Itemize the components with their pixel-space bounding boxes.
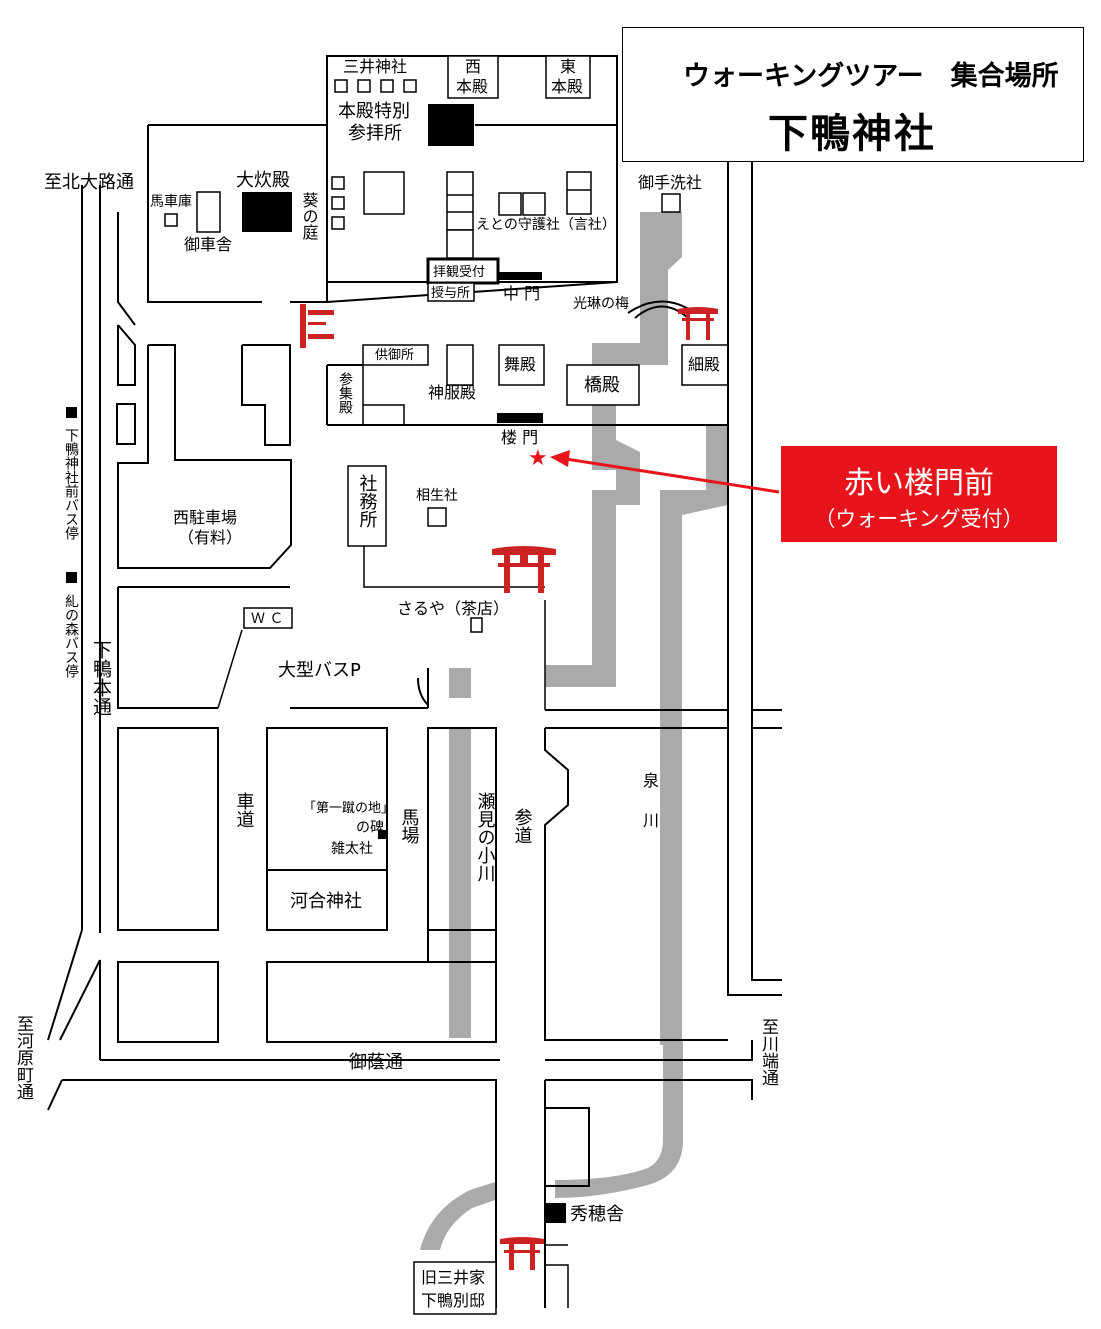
label-oidono: 大炊殿 [236,170,290,191]
label-sanshuden: 参集殿 [337,371,353,414]
label-yuryo: （有料） [178,528,242,547]
label-chumon: 中 門 [503,284,540,303]
label-kawai-jinja: 河合神社 [290,891,362,912]
label-mitarashi: 御手洗社 [638,173,702,192]
callout-sub-text: （ウォーキング受付） [814,507,1024,531]
label-shamusho: 社務所 [357,474,378,528]
label-saruya: さるや（茶店） [397,599,509,618]
label-nishi-honden-2: 本殿 [456,77,488,96]
label-kawa: 川 [643,811,659,830]
label-kyu-mitsui-2: 下鴨別邸 [421,1291,485,1310]
torii-east-icon [678,307,718,340]
title-main: 下鴨神社 [768,111,936,157]
honden-compound [147,55,618,303]
label-hashidono: 橋殿 [584,375,620,396]
label-higashi-honden-2: 本殿 [551,77,583,96]
torii-west-icon [300,304,334,348]
label-semi-no-ogawa: 瀬見の小川 [475,792,496,882]
label-kitaoji: 至北大路通 [44,172,134,193]
label-busstop-tadasu: 糺の森バス停 [63,594,79,678]
label-juyosho: 授与所 [431,286,470,301]
label-kugosho: 供御所 [375,348,414,363]
meeting-point-callout: 赤い楼門前 （ウォーキング受付） [781,446,1057,542]
label-kawaramachi: 至河原町通 [13,1015,34,1100]
label-nishi-parking: 西駐車場 [173,508,237,527]
label-mikage: 御蔭通 [349,1052,403,1073]
label-busstop-shimogamo: 下鴨神社前バス停 [63,428,79,540]
callout-main-text: 赤い楼門前 [844,466,994,501]
label-kawabata: 至川端通 [758,1018,779,1086]
west-blocks [47,185,782,1315]
label-nohi: の碑 [356,820,384,836]
label-higashi-honden-1: 東 [560,57,576,76]
label-honden-tokubetsu-2: 参拝所 [348,123,402,144]
label-daiichi: 「第一蹴の地」 [303,801,394,816]
label-hosodono: 細殿 [688,355,720,374]
label-zotasha: 雑太社 [331,841,373,857]
label-romon: 楼 門 [501,428,538,447]
label-honden-tokubetsu-1: 本殿特別 [338,101,410,122]
torii-south-icon [500,1237,544,1270]
label-wc: Ｗ Ｃ [251,611,283,627]
label-kyu-mitsui-1: 旧三井家 [421,1268,485,1287]
label-shimogamo-hondori: 下鴨本通 [90,640,112,716]
label-maidono: 舞殿 [504,355,536,374]
title-box: ウォーキングツアー 集合場所 下鴨神社 [622,27,1084,162]
meeting-point-star-icon: ★ [528,446,548,471]
label-mitsui-jinja: 三井神社 [343,57,407,76]
callout-arrow [550,450,780,494]
torii-main-icon [492,546,556,593]
label-korin-no-ume: 光琳の梅 [573,296,629,312]
label-nishi-honden-1: 西 [465,57,481,76]
label-baba: 馬場 [399,808,420,845]
label-izumi: 泉 [643,771,659,790]
gray-walking-path [420,212,728,1250]
middle-precinct [326,160,782,996]
label-aoi-no-niwa: 葵の庭 [300,192,319,240]
title-subtitle: ウォーキングツアー 集合場所 [683,61,1059,92]
label-bus-p: 大型バスP [278,660,361,681]
label-kurumamichi: 車道 [234,792,255,828]
label-gyoshasha: 御車舎 [184,235,232,254]
label-shusuisha: 秀穂舎 [570,1204,624,1225]
label-aioisha: 相生社 [416,488,458,504]
label-haikan-uketsuke: 拝観受付 [433,265,485,280]
label-sando: 参道 [512,808,533,844]
label-shinpukuden: 神服殿 [428,383,476,402]
label-eto: えとの守護社（言社） [476,217,616,233]
label-bashako: 馬車庫 [150,193,192,210]
